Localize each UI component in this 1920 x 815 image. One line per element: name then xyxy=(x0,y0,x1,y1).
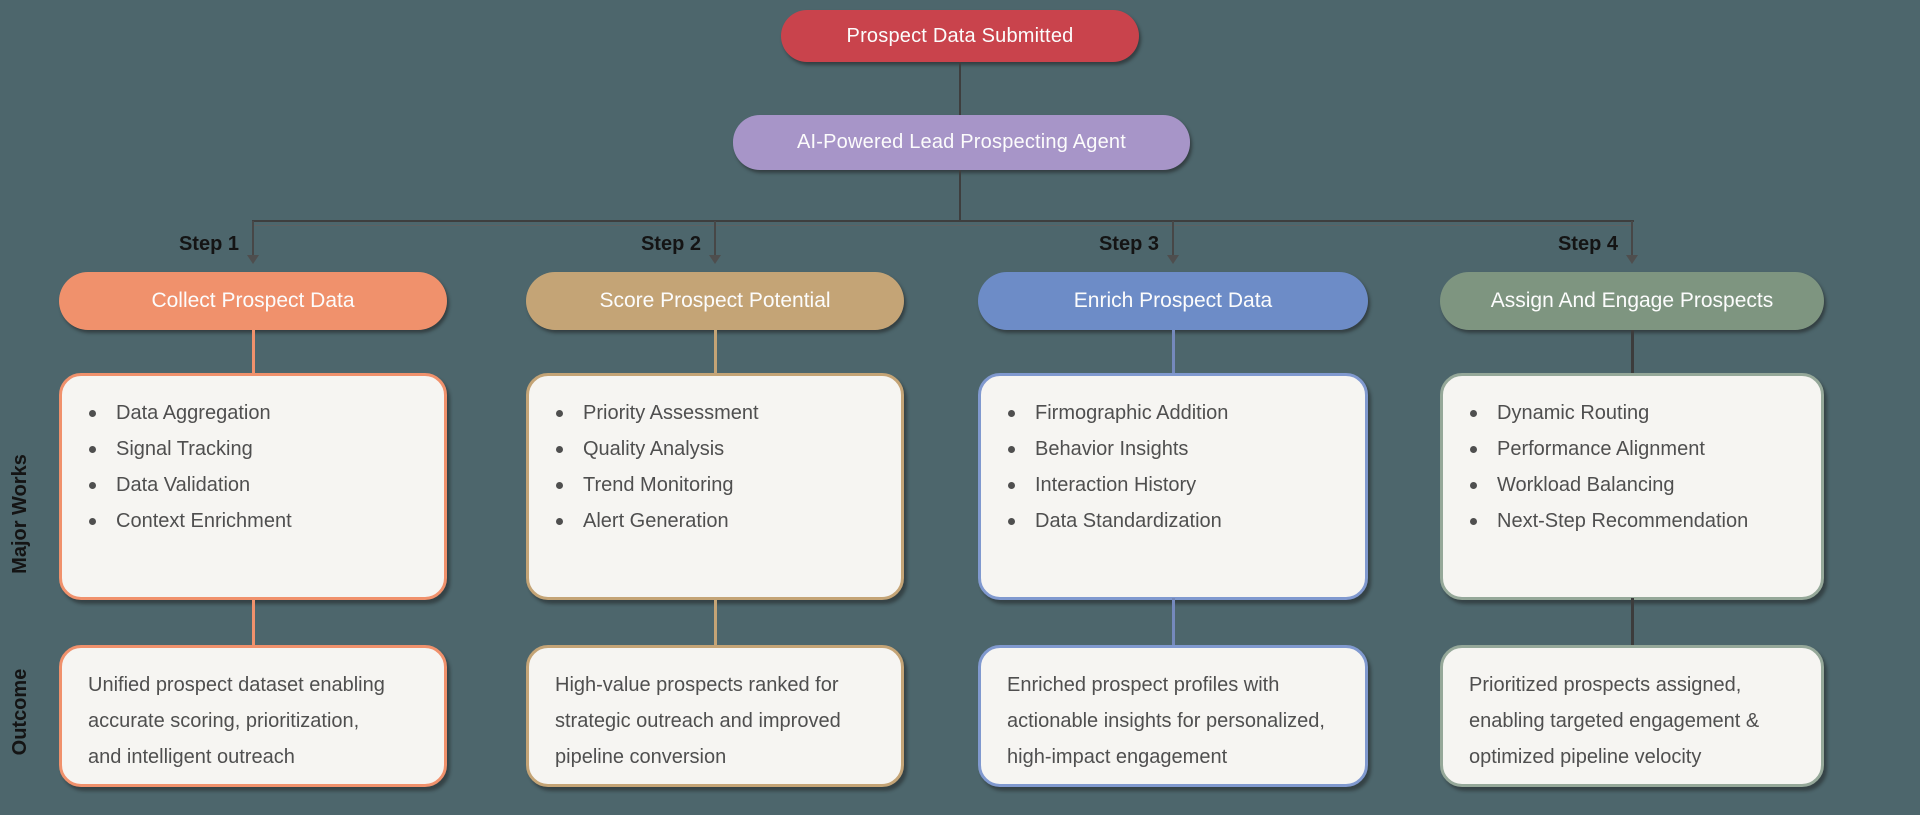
agent-node: AI-Powered Lead Prospecting Agent xyxy=(733,115,1190,170)
step-column-3: Step 3 Enrich Prospect Data Firmographic… xyxy=(978,0,1368,815)
works-item: Dynamic Routing xyxy=(1443,403,1813,424)
outcome-box: Unified prospect dataset enabling accura… xyxy=(59,645,447,787)
stage-title-pill: Assign And Engage Prospects xyxy=(1440,272,1824,330)
major-works-list: Priority Assessment Quality Analysis Tre… xyxy=(529,376,901,532)
works-item: Quality Analysis xyxy=(529,439,893,460)
connector-line xyxy=(959,62,961,115)
arrow-down-icon xyxy=(709,255,721,264)
works-item: Behavior Insights xyxy=(981,439,1357,460)
arrow-down-icon xyxy=(1167,255,1179,264)
works-item: Signal Tracking xyxy=(62,439,436,460)
branch-line-shadow xyxy=(252,225,1634,226)
connector-line xyxy=(252,221,254,257)
major-works-list: Firmographic Addition Behavior Insights … xyxy=(981,376,1365,532)
outcome-box: High-value prospects ranked for strategi… xyxy=(526,645,904,787)
works-item: Trend Monitoring xyxy=(529,475,893,496)
works-item: Firmographic Addition xyxy=(981,403,1357,424)
connector-line xyxy=(252,330,255,373)
row-label-outcome: Outcome xyxy=(9,668,31,756)
works-item: Data Validation xyxy=(62,475,436,496)
step-label: Step 4 xyxy=(1557,233,1618,255)
works-item: Performance Alignment xyxy=(1443,439,1813,460)
major-works-box: Data Aggregation Signal Tracking Data Va… xyxy=(59,373,447,600)
works-item: Data Standardization xyxy=(981,511,1357,532)
branch-line xyxy=(252,220,1634,222)
outcome-box: Prioritized prospects assigned, enabling… xyxy=(1440,645,1824,787)
connector-line xyxy=(252,598,255,645)
major-works-box: Priority Assessment Quality Analysis Tre… xyxy=(526,373,904,600)
arrow-down-icon xyxy=(1626,255,1638,264)
stage-title: Enrich Prospect Data xyxy=(1073,289,1273,312)
connector-line xyxy=(959,170,961,221)
connector-line xyxy=(1172,330,1175,373)
works-item: Context Enrichment xyxy=(62,511,436,532)
connector-line xyxy=(1631,221,1633,257)
step-label: Step 3 xyxy=(1098,233,1159,255)
stage-title: Assign And Engage Prospects xyxy=(1490,289,1774,312)
stage-title-pill: Enrich Prospect Data xyxy=(978,272,1368,330)
connector-line xyxy=(1631,330,1634,373)
connector-line xyxy=(1172,221,1174,257)
stage-title: Score Prospect Potential xyxy=(599,289,831,312)
works-item: Workload Balancing xyxy=(1443,475,1813,496)
major-works-list: Dynamic Routing Performance Alignment Wo… xyxy=(1443,376,1821,532)
stage-title: Collect Prospect Data xyxy=(151,289,355,312)
start-node-label: Prospect Data Submitted xyxy=(846,24,1074,47)
connector-line xyxy=(714,221,716,257)
outcome-box: Enriched prospect profiles with actionab… xyxy=(978,645,1368,787)
agent-node-label: AI-Powered Lead Prospecting Agent xyxy=(796,131,1127,153)
works-item: Interaction History xyxy=(981,475,1357,496)
works-item: Next-Step Recommendation xyxy=(1443,511,1813,532)
connector-line xyxy=(1631,598,1634,645)
step-label: Step 1 xyxy=(178,233,239,255)
connector-line xyxy=(714,598,717,645)
stage-title-pill: Collect Prospect Data xyxy=(59,272,447,330)
works-item: Data Aggregation xyxy=(62,403,436,424)
connector-line xyxy=(714,330,717,373)
step-column-2: Step 2 Score Prospect Potential Priority… xyxy=(526,0,904,815)
stage-title-pill: Score Prospect Potential xyxy=(526,272,904,330)
start-node: Prospect Data Submitted xyxy=(781,10,1139,62)
major-works-box: Firmographic Addition Behavior Insights … xyxy=(978,373,1368,600)
arrow-down-icon xyxy=(247,255,259,264)
major-works-box: Dynamic Routing Performance Alignment Wo… xyxy=(1440,373,1824,600)
major-works-list: Data Aggregation Signal Tracking Data Va… xyxy=(62,376,444,532)
step-column-1: Step 1 Collect Prospect Data Data Aggreg… xyxy=(59,0,447,815)
works-item: Alert Generation xyxy=(529,511,893,532)
step-label: Step 2 xyxy=(640,233,701,255)
works-item: Priority Assessment xyxy=(529,403,893,424)
step-column-4: Step 4 Assign And Engage Prospects Dynam… xyxy=(1440,0,1824,815)
connector-line xyxy=(1172,598,1175,645)
